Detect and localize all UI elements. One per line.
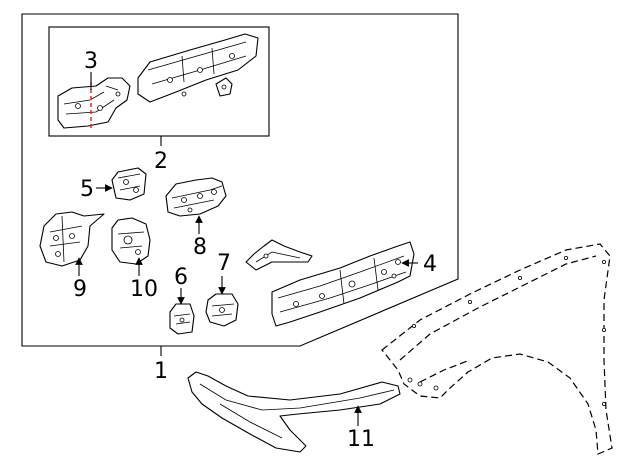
callout-3: 3 [84,49,98,74]
callout-4: 4 [423,252,437,277]
bracket-part-6 [169,303,195,335]
subassembly-box [48,26,270,137]
upper-bracket [245,239,313,271]
callout-11: 11 [347,427,375,452]
fender-outline [381,243,613,455]
apron-member-part-4 [271,241,415,327]
callout-2: 2 [154,149,168,174]
small-bracket-piece [215,77,233,97]
bracket-part-5 [111,167,147,201]
bracket-part-9 [39,211,105,267]
bracket-part-8 [165,177,227,217]
callout-7: 7 [217,251,231,276]
callout-6: 6 [174,265,188,290]
callout-1: 1 [154,359,168,384]
callout-8: 8 [193,235,207,260]
callout-9: 9 [73,277,87,302]
apron-bracket-part-3 [57,77,131,129]
bracket-part-7 [205,293,239,327]
upper-apron-rail [137,33,259,103]
splash-shield-part-11 [187,371,401,453]
bracket-part-10 [111,217,151,265]
callout-5: 5 [80,177,94,202]
callout-10: 10 [130,277,158,302]
assembly-outline [21,13,459,347]
